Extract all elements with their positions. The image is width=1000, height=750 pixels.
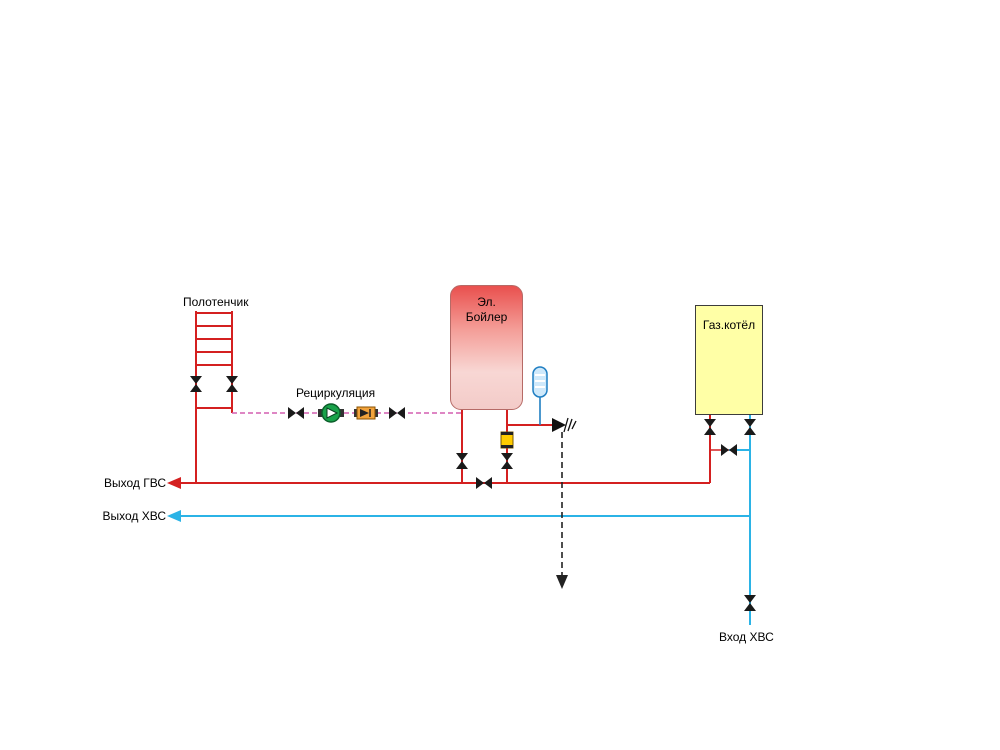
- valve-gas-boiler-hot-icon: [704, 419, 716, 435]
- expansion-vessel-symbol: [532, 366, 548, 425]
- dhw-output-arrow-icon: [167, 477, 181, 489]
- discharge-arrow-icon: [556, 575, 568, 589]
- relief-hatch: [563, 417, 569, 433]
- safety-relief-valve-symbol: [552, 417, 577, 433]
- electric-boiler-label-line1: Эл.: [477, 295, 496, 309]
- valve-gas-boiler-cold-icon: [744, 419, 756, 435]
- towel-rail-label: Полотенчик: [183, 295, 249, 309]
- fitting-cap-bottom: [501, 445, 513, 448]
- boiler-fitting-symbol: [500, 431, 514, 449]
- valve-boiler-left-icon: [456, 453, 468, 469]
- cold-output-label: Выход ХВС: [102, 509, 166, 523]
- pump-direction-icon: [326, 407, 339, 419]
- cold-output-arrow-icon: [167, 510, 181, 522]
- electric-boiler-label-line2: Бойлер: [465, 310, 508, 324]
- cold-input-label: Вход ХВС: [719, 630, 774, 644]
- check-valve-flange-left: [354, 409, 357, 417]
- gas-boiler: Газ.котёл: [695, 305, 763, 415]
- valve-filling-icon: [721, 444, 737, 456]
- valve-boiler-right-icon: [501, 453, 513, 469]
- pump-flange-right: [340, 409, 344, 417]
- towel-rail-symbol: [195, 311, 233, 483]
- valve-towel-left-icon: [190, 376, 202, 392]
- relief-valve-icon: [552, 418, 566, 432]
- gas-boiler-label: Газ.котёл: [702, 318, 756, 332]
- relief-hatch: [571, 420, 577, 430]
- dhw-output-label: Выход ГВС: [103, 476, 166, 490]
- relief-hatch: [567, 418, 573, 432]
- pump-flange-left: [318, 409, 322, 417]
- recirculation-label: Рециркуляция: [296, 386, 376, 400]
- fitting-cap-top: [501, 432, 513, 435]
- valve-dhw-line-icon: [476, 477, 492, 489]
- valve-towel-right-icon: [226, 376, 238, 392]
- valve-recirc-right-icon: [389, 407, 405, 419]
- check-valve-symbol: [354, 406, 378, 420]
- check-valve-flange-right: [375, 409, 378, 417]
- valve-cold-inlet-icon: [744, 595, 756, 611]
- electric-boiler: Эл. Бойлер: [450, 285, 523, 410]
- check-valve-glyph: [360, 409, 369, 417]
- valve-recirc-left-icon: [288, 407, 304, 419]
- recirculation-pump-symbol: [318, 403, 344, 423]
